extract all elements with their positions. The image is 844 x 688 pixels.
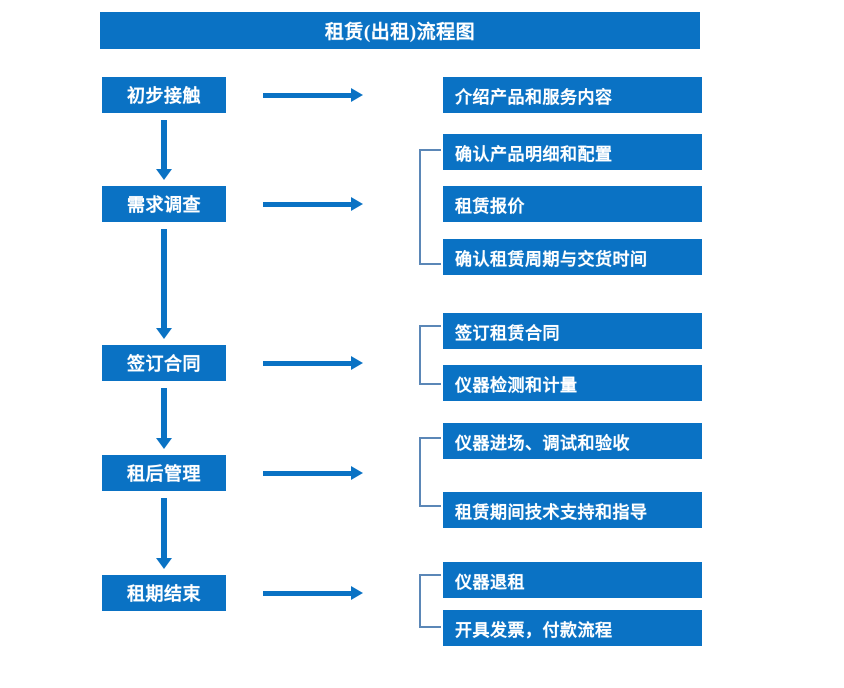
stage-box-租后管理[interactable]: 租后管理 bbox=[102, 455, 226, 491]
group-bracket-签订合同 bbox=[419, 325, 441, 385]
detail-box-仪器进场调试和验收[interactable]: 仪器进场、调试和验收 bbox=[443, 423, 702, 459]
down-arrow-icon-4 bbox=[156, 498, 172, 569]
down-arrow-icon-2 bbox=[156, 229, 172, 339]
detail-box-开具发票付款流程[interactable]: 开具发票，付款流程 bbox=[443, 610, 702, 646]
group-bracket-需求调查 bbox=[419, 149, 441, 265]
down-arrow-icon-1 bbox=[156, 120, 172, 180]
right-arrow-icon-2 bbox=[263, 197, 363, 211]
right-arrow-icon-4 bbox=[263, 466, 363, 480]
stage-box-签订合同[interactable]: 签订合同 bbox=[102, 345, 226, 381]
group-bracket-租期结束 bbox=[419, 574, 441, 628]
detail-box-仪器退租[interactable]: 仪器退租 bbox=[443, 562, 702, 598]
detail-box-确认产品明细和配置[interactable]: 确认产品明细和配置 bbox=[443, 134, 702, 170]
diagram-title: 租赁(出租)流程图 bbox=[100, 12, 700, 49]
detail-box-介绍产品和服务内容[interactable]: 介绍产品和服务内容 bbox=[443, 77, 702, 113]
detail-box-仪器检测和计量[interactable]: 仪器检测和计量 bbox=[443, 365, 702, 401]
detail-box-签订租赁合同[interactable]: 签订租赁合同 bbox=[443, 313, 702, 349]
stage-box-需求调查[interactable]: 需求调查 bbox=[102, 186, 226, 222]
group-bracket-租后管理 bbox=[419, 437, 441, 507]
right-arrow-icon-3 bbox=[263, 356, 363, 370]
detail-box-租赁报价[interactable]: 租赁报价 bbox=[443, 186, 702, 222]
stage-box-租期结束[interactable]: 租期结束 bbox=[102, 575, 226, 611]
stage-box-初步接触[interactable]: 初步接触 bbox=[102, 77, 226, 113]
right-arrow-icon-5 bbox=[263, 586, 363, 600]
right-arrow-icon-1 bbox=[263, 88, 363, 102]
down-arrow-icon-3 bbox=[156, 388, 172, 449]
detail-box-租赁期间技术支持和指导[interactable]: 租赁期间技术支持和指导 bbox=[443, 492, 702, 528]
detail-box-确认租赁周期与交货时间[interactable]: 确认租赁周期与交货时间 bbox=[443, 239, 702, 275]
